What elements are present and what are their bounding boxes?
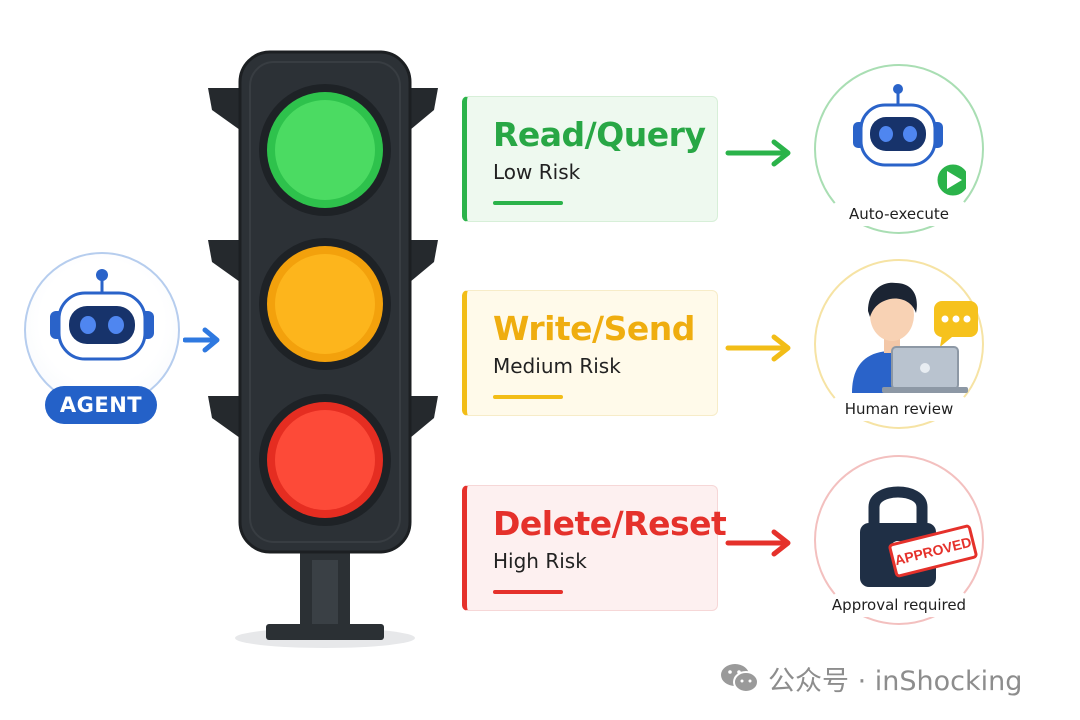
risk-card-title: Write/Send <box>493 309 695 348</box>
watermark: 公众号 · inShocking <box>720 658 1022 698</box>
outcome-label: Approval required <box>831 596 967 614</box>
outcome-approval-required: APPROVED Approval required <box>814 455 984 625</box>
label-pill <box>830 591 970 617</box>
risk-card-medium: Write/Send Medium Risk <box>462 290 718 416</box>
approved-stamp: APPROVED <box>887 523 979 579</box>
stamp-frame <box>888 524 978 578</box>
risk-card-title: Read/Query <box>493 115 706 154</box>
wechat-icon <box>721 664 759 693</box>
arrow-right-icon <box>183 327 220 353</box>
outcome-auto-execute: Auto-execute <box>814 64 984 234</box>
outcome-human-review: Human review <box>814 259 984 429</box>
robot-icon <box>853 84 966 196</box>
arrow-right-icon <box>725 139 791 167</box>
arrow-right-icon <box>725 529 791 557</box>
risk-card-underline <box>493 395 563 399</box>
robot-icon <box>50 269 154 361</box>
outcome-label: Human review <box>844 400 954 418</box>
agent-node <box>24 252 180 408</box>
person-laptop-icon <box>852 282 978 393</box>
outcome-label: Auto-execute <box>849 205 949 223</box>
agent-badge: AGENT <box>45 386 157 424</box>
risk-card-level: Medium Risk <box>493 354 621 378</box>
label-pill <box>830 395 970 421</box>
label-pill <box>830 200 970 226</box>
arrow-right-icon <box>725 334 791 362</box>
chat-bubble-icon <box>934 301 978 347</box>
risk-card-level: High Risk <box>493 549 587 573</box>
traffic-light <box>208 50 438 648</box>
risk-card-title: Delete/Reset <box>493 504 727 543</box>
risk-card-underline <box>493 590 563 594</box>
risk-card-high: Delete/Reset High Risk <box>462 485 727 611</box>
watermark-text: 公众号 · inShocking <box>768 665 1023 697</box>
risk-card-underline <box>493 201 563 205</box>
risk-card-low: Read/Query Low Risk <box>462 96 718 222</box>
risk-card-level: Low Risk <box>493 160 581 184</box>
